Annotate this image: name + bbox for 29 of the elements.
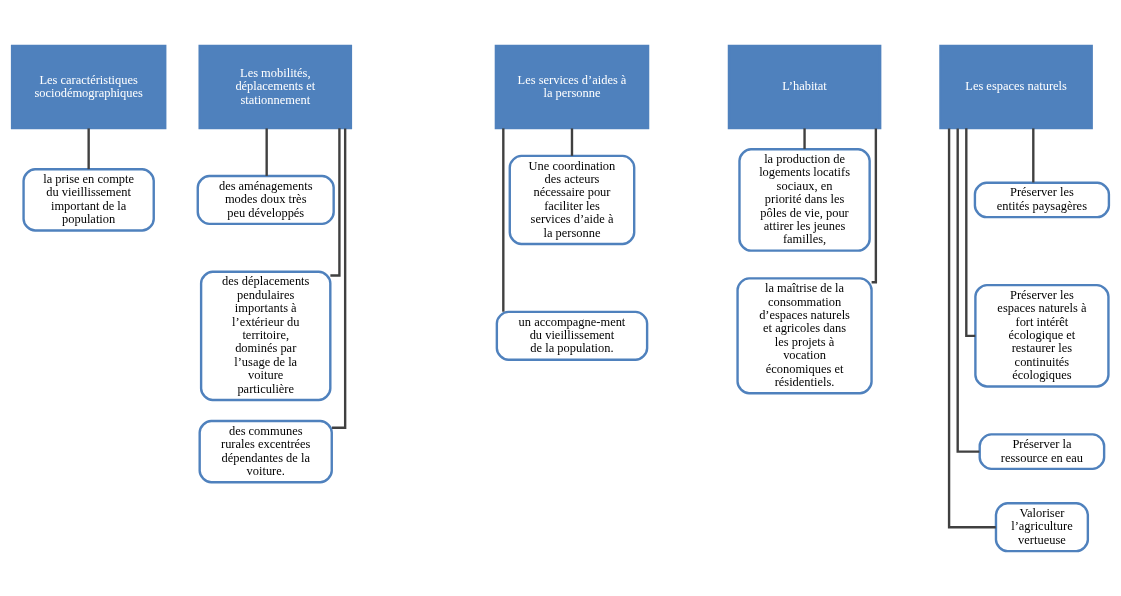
node-box: Valoriser l’agriculture vertueuse [994,501,1090,552]
connector [332,127,347,429]
node-box: la production de logements locatifs sociaux, en priorité dans les pôles de vie, pour attirer les jeunes familles, [738,147,871,252]
connector [956,127,980,453]
node-box: un accompagne-ment du vieillissement de la population. [495,310,649,361]
connector [803,127,806,149]
connector [330,127,341,277]
node-box: Les espaces naturels [939,44,1093,129]
node-box: Une coordination des acteurs nécessaire pour faciliter les services d’aide à la personne [508,154,636,245]
node-box: Les services d’aides à la personne [494,44,650,129]
node-box: Les caractéristiques sociodémographiques [10,44,167,129]
connector [947,127,996,528]
node-box: Les mobilités, déplacements et stationnement [198,44,353,129]
node-box: Préserver les espaces naturels à fort intérêt écologique et restaurer les continuités écologiques [974,283,1110,388]
connector [265,127,268,176]
connector [502,127,505,312]
node-box: des aménagements modes doux très peu développés [196,174,335,225]
connector [871,127,878,283]
node-box: des déplacements pendulaires importants à l’extérieur du territoire, dominés par l’usage de la voiture particulière [199,270,332,401]
node-box: L’habitat [727,44,882,129]
connector [87,127,90,169]
connector [1032,127,1035,182]
node-box: Préserver la ressource en eau [978,432,1106,470]
node-box: Préserver les entités paysagères [973,181,1111,218]
node-box: des communes rurales excentrées dépendantes de la voiture. [198,419,333,483]
connector [570,127,574,156]
connector [965,127,976,337]
node-box: la prise en compte du vieillissement important de la population [22,167,155,232]
node-box: la maîtrise de la consommation d’espaces naturels et agricoles dans les projets à vocation économiques et résidentiels. [736,276,873,394]
